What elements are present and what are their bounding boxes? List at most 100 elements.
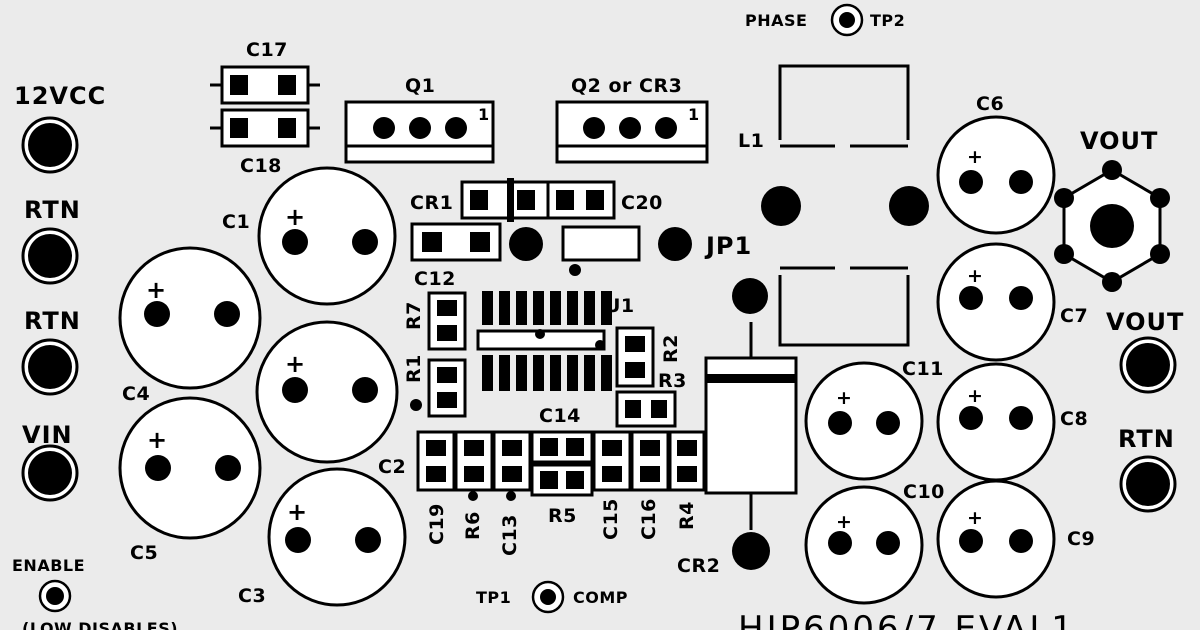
label-rtn-3: RTN	[1118, 425, 1175, 453]
plus-mark: +	[967, 146, 983, 168]
label-phase: PHASE	[745, 11, 807, 30]
terminal-enable[interactable]	[38, 579, 72, 613]
capacitor-c12	[410, 222, 502, 262]
capacitor-c15	[592, 430, 632, 492]
label-cr1: CR1	[410, 192, 453, 214]
capacitor-c10: +	[804, 485, 924, 605]
plus-mark: +	[967, 507, 983, 529]
label-u1: U1	[605, 295, 635, 317]
capacitor-c1: +	[257, 166, 397, 306]
plus-mark: +	[285, 350, 306, 378]
label-rtn-1: RTN	[24, 196, 81, 224]
label-12vcc: 12VCC	[14, 82, 106, 110]
label-c8: C8	[1060, 408, 1088, 430]
label-c19: C19	[426, 503, 448, 545]
label-r4: R4	[676, 501, 698, 530]
testpoint-tp1[interactable]	[531, 580, 565, 614]
via-pad	[509, 227, 543, 261]
capacitor-c3: +	[267, 467, 407, 607]
label-r7: R7	[403, 301, 425, 330]
resistor-r7	[427, 291, 467, 351]
label-r6: R6	[462, 511, 484, 540]
label-tp1: TP1	[476, 588, 511, 607]
label-c15: C15	[600, 498, 622, 540]
resistor-r5	[530, 463, 594, 497]
capacitor-c6: +	[936, 115, 1056, 235]
label-r2: R2	[660, 334, 682, 363]
label-c20: C20	[621, 192, 663, 214]
capacitor-c9: +	[936, 479, 1056, 599]
label-r5: R5	[548, 505, 577, 527]
resistor-r3	[615, 390, 677, 428]
via	[506, 491, 516, 501]
label-c11: C11	[902, 358, 944, 380]
jumper-jp1-pad[interactable]	[658, 227, 692, 261]
resistor-r6	[454, 430, 494, 492]
plus-mark: +	[836, 511, 852, 533]
label-vout-1: VOUT	[1080, 127, 1158, 155]
label-c18: C18	[240, 155, 282, 177]
label-c3: C3	[238, 585, 266, 607]
label-c16: C16	[638, 498, 660, 540]
capacitor-c18	[210, 108, 320, 148]
testpoint-tp2[interactable]	[830, 3, 864, 37]
pin1-mark: 1	[478, 105, 490, 124]
diode-cr1	[460, 178, 554, 222]
plus-mark: +	[285, 203, 306, 231]
label-c4: C4	[122, 383, 150, 405]
capacitor-c8: +	[936, 362, 1056, 482]
board-title: HIP6006/7 EVAL1	[738, 609, 1076, 630]
capacitor-c11: +	[804, 361, 924, 481]
pin1-mark: 1	[688, 105, 700, 124]
label-c13: C13	[499, 514, 521, 556]
pad	[732, 278, 768, 314]
label-tp2: TP2	[870, 11, 905, 30]
terminal-vout-hex[interactable]	[1054, 160, 1170, 292]
plus-mark: +	[147, 426, 168, 454]
via	[468, 491, 478, 501]
label-c9: C9	[1067, 528, 1095, 550]
via	[569, 264, 581, 276]
label-r1: R1	[403, 354, 425, 383]
label-c7: C7	[1060, 305, 1088, 327]
plus-mark: +	[836, 387, 852, 409]
terminal-rtn-3[interactable]	[1119, 455, 1177, 513]
transistor-q1: 1	[344, 100, 495, 164]
terminal-12vcc[interactable]	[21, 116, 79, 174]
capacitor-c19	[416, 430, 456, 492]
plus-mark: +	[967, 385, 983, 407]
label-c12: C12	[414, 268, 456, 290]
plus-mark: +	[967, 265, 983, 287]
label-q1: Q1	[405, 75, 435, 97]
terminal-rtn-2[interactable]	[21, 338, 79, 396]
label-vout-2: VOUT	[1106, 308, 1184, 336]
resistor-r2	[615, 326, 655, 388]
terminal-rtn-1[interactable]	[21, 227, 79, 285]
capacitor-c2: +	[255, 320, 399, 464]
terminal-vout-2[interactable]	[1119, 336, 1177, 394]
plus-mark: +	[146, 276, 167, 304]
terminal-vin[interactable]	[21, 444, 79, 502]
label-jp1: JP1	[704, 232, 752, 260]
label-enable: ENABLE	[12, 556, 85, 575]
via	[410, 399, 422, 411]
capacitor-c13	[492, 430, 532, 492]
label-c17: C17	[246, 39, 288, 61]
capacitor-c16	[630, 430, 670, 492]
label-c14: C14	[539, 405, 581, 427]
resistor-r4	[668, 430, 706, 492]
label-c6: C6	[976, 93, 1004, 115]
diode-cr2	[704, 322, 798, 570]
label-l1: L1	[738, 130, 764, 152]
label-c1: C1	[222, 211, 250, 233]
ic-u1	[476, 291, 612, 391]
resistor-r1	[427, 358, 467, 418]
capacitor-c4: +	[118, 246, 262, 390]
label-comp: COMP	[573, 588, 628, 607]
label-q2: Q2 or CR3	[571, 75, 682, 97]
transistor-q2: 1	[555, 100, 709, 164]
label-c10: C10	[903, 481, 945, 503]
label-low-disables: (LOW DISABLES)	[22, 619, 178, 630]
label-rtn-2: RTN	[24, 307, 81, 335]
